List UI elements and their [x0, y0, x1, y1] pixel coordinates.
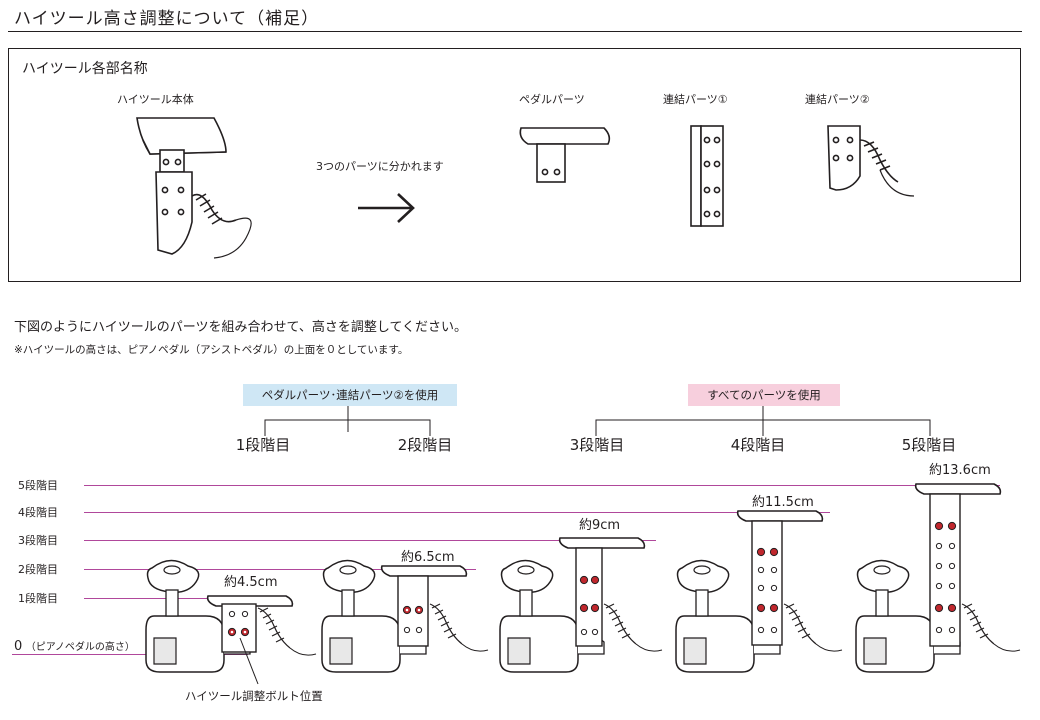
note-text: ※ハイツールの高さは、ピアノペダル（アシストペダル）の上面を０としています。 [14, 344, 409, 356]
level-label-2: 2段階目 [18, 563, 58, 576]
pedal-part-label: ペダルパーツ [519, 93, 585, 106]
height-label-5: 約13.6cm [929, 463, 991, 478]
page-title: ハイツール高さ調整について（補足） [14, 9, 320, 29]
group-badge-all-parts: すべてのパーツを使用 [688, 384, 840, 406]
pedal-part-drawing [519, 127, 611, 183]
hightool-step-3 [499, 537, 663, 673]
hightool-step-4 [675, 510, 843, 673]
step-heading-5: 5段階目 [901, 436, 957, 454]
level-label-0: 0 （ピアノペダルの高さ） [14, 638, 135, 654]
step-heading-1: 1段階目 [235, 436, 291, 454]
step-heading-4: 4段階目 [730, 436, 786, 454]
level-zero-note: （ピアノペダルの高さ） [25, 642, 135, 653]
step-heading-3: 3段階目 [569, 436, 625, 454]
parts-heading: ハイツール各部名称 [22, 61, 148, 77]
link-part-2-label: 連結パーツ② [805, 93, 870, 106]
level-line-1 [84, 598, 290, 599]
link-part-2-drawing [827, 125, 915, 197]
split-text: 3つのパーツに分かれます [316, 160, 444, 173]
link-part-1-label: 連結パーツ① [663, 93, 728, 106]
level-label-3: 3段階目 [18, 534, 58, 547]
height-label-4: 約11.5cm [752, 495, 814, 510]
height-label-3: 約9cm [579, 518, 621, 533]
bolt-callout-line [239, 637, 259, 685]
level-label-5: 5段階目 [18, 479, 58, 492]
level-label-4: 4段階目 [18, 506, 58, 519]
group-badge-pedal-link2: ペダルパーツ･連結パーツ②を使用 [243, 384, 457, 406]
height-label-1: 約4.5cm [224, 575, 278, 590]
level-line-0 [12, 654, 248, 655]
hightool-step-1 [145, 559, 317, 673]
level-line-4 [84, 512, 830, 513]
parts-box [8, 48, 1021, 282]
step-heading-2: 2段階目 [397, 436, 453, 454]
level-line-5 [84, 485, 1000, 486]
title-rule [8, 31, 1022, 32]
hightool-body-drawing [136, 117, 252, 259]
right-arrow-icon [358, 193, 415, 223]
hightool-body-label: ハイツール本体 [117, 93, 194, 106]
level-zero-value: 0 [14, 639, 23, 654]
level-label-1: 1段階目 [18, 592, 58, 605]
hightool-step-5 [855, 483, 1021, 673]
link-part-1-drawing [690, 125, 724, 227]
level-line-3 [84, 540, 656, 541]
instruction-text: 下図のようにハイツールのパーツを組み合わせて、高さを調整してください。 [14, 320, 468, 335]
bolt-position-label: ハイツール調整ボルト位置 [185, 689, 323, 703]
hightool-step-2 [321, 559, 489, 673]
height-label-2: 約6.5cm [401, 550, 455, 565]
level-line-2 [84, 569, 476, 570]
